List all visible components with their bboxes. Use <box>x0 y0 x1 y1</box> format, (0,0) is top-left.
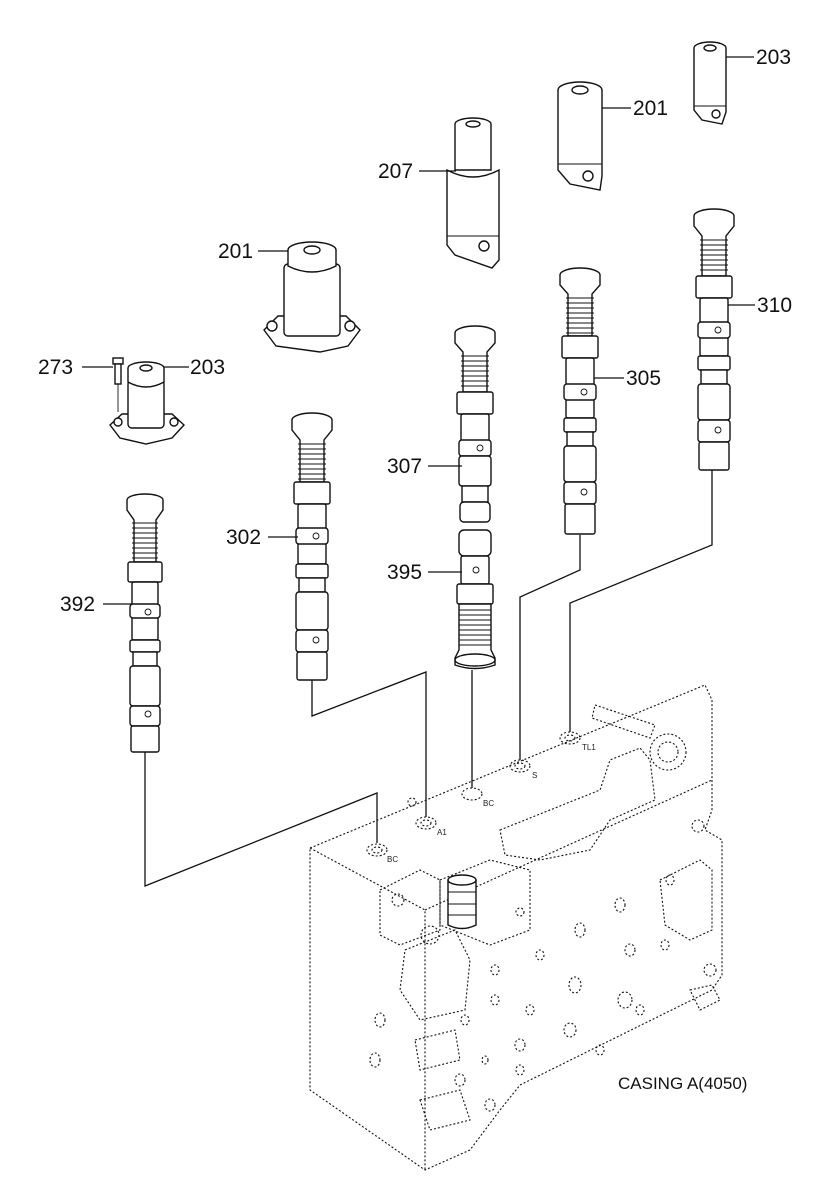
callout-207: 207 <box>378 160 413 183</box>
callout-310: 310 <box>757 294 792 317</box>
port-label-3: BC <box>483 799 494 808</box>
port-label-1: BC <box>387 855 398 864</box>
leader-lines <box>82 56 755 605</box>
callout-203-left: 203 <box>190 356 225 379</box>
spool-302 <box>291 412 333 681</box>
spool-305 <box>559 267 601 535</box>
assembly-lines <box>144 470 713 887</box>
port-label-4: S <box>532 771 537 780</box>
casing-caption: CASING A(4050) <box>618 1074 747 1093</box>
callout-201-top: 201 <box>633 97 668 120</box>
callout-392: 392 <box>60 593 95 616</box>
callout-307: 307 <box>387 455 422 478</box>
callout-201-left: 201 <box>218 240 253 263</box>
casing-body: BC A1 BC S TL1 <box>309 684 723 1171</box>
callout-273: 273 <box>38 356 73 379</box>
casing-ports <box>366 731 581 857</box>
callout-203-top: 203 <box>756 46 791 69</box>
spool-392 <box>126 493 164 753</box>
callout-395: 395 <box>387 561 422 584</box>
solenoid-201-top <box>557 81 603 191</box>
callout-302: 302 <box>226 526 261 549</box>
solenoid-203-top <box>693 41 727 125</box>
bolt-273 <box>112 357 124 412</box>
solenoid-201-left <box>263 241 361 353</box>
spool-307 <box>454 325 496 523</box>
spool-395 <box>454 529 496 670</box>
solenoid-203-left <box>109 361 185 445</box>
port-label-5: TL1 <box>582 743 596 752</box>
spool-310 <box>693 208 735 471</box>
casing-holes <box>369 874 675 1112</box>
callout-305: 305 <box>626 367 661 390</box>
solenoid-207 <box>446 117 500 269</box>
port-label-2: A1 <box>437 828 447 837</box>
